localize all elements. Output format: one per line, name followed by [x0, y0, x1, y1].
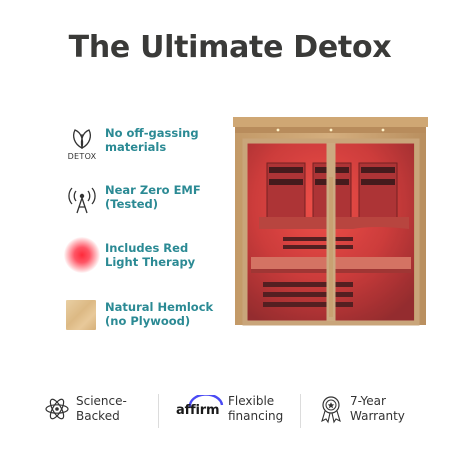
benefits-bar: Science- Backed affirm Flexible financin…: [0, 388, 460, 436]
benefit-warranty: 7-Year Warranty: [318, 392, 428, 432]
hemlock-wood-swatch-icon: [62, 296, 102, 336]
benefit-flexible-financing: affirm Flexible financing: [176, 392, 296, 432]
page-title: The Ultimate Detox: [68, 30, 392, 65]
science-label: Science- Backed: [76, 394, 127, 423]
feature-red-light: Includes Red Light Therapy: [62, 237, 212, 281]
detox-caption: DETOX: [67, 152, 97, 161]
sauna-product-image: [233, 117, 428, 327]
divider: [300, 394, 301, 428]
feature-label: Near Zero EMF (Tested): [105, 183, 201, 211]
feature-label: No off-gassing materials: [105, 126, 199, 154]
financing-label: Flexible financing: [228, 394, 284, 423]
benefit-science-backed: Science- Backed: [44, 392, 154, 432]
red-light-icon: [62, 235, 102, 275]
affirm-logo: affirm: [176, 392, 226, 428]
detox-leaf-icon: DETOX: [62, 126, 102, 166]
warranty-label: 7-Year Warranty: [350, 394, 405, 423]
divider: [158, 394, 159, 428]
feature-label: Includes Red Light Therapy: [105, 241, 196, 269]
feature-natural-hemlock: Natural Hemlock (no Plywood): [62, 300, 214, 340]
emf-antenna-icon: [62, 183, 102, 223]
atom-icon: [44, 396, 70, 422]
feature-near-zero-emf: Near Zero EMF (Tested): [62, 183, 212, 223]
award-ribbon-icon: [318, 394, 344, 424]
feature-no-off-gassing: DETOX No off-gassing materials: [62, 126, 212, 166]
feature-label: Natural Hemlock (no Plywood): [105, 300, 214, 328]
